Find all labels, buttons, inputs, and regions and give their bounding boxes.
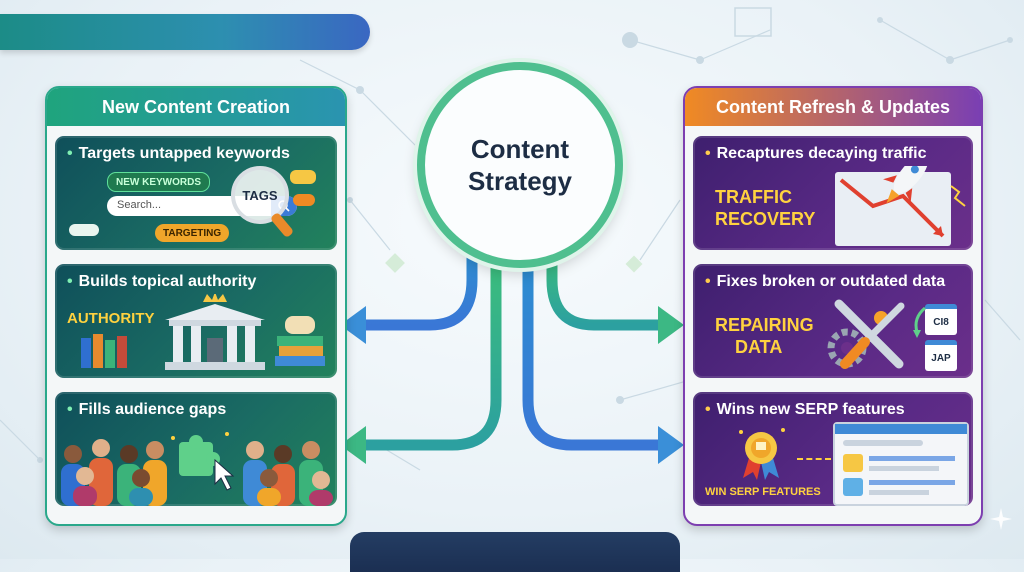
top-banner-bar [0,14,370,50]
card-title: Builds topical authority [67,273,257,291]
card-title: Wins new SERP features [705,401,905,419]
crown-icon [203,294,227,302]
rocket-chart-icon [835,166,966,246]
center-title-line1: Content [470,134,570,164]
card-serp-features: Wins new SERP features WIN SERP FEATURES [693,392,973,506]
panel-content-refresh: Content Refresh & Updates Recaptures dec… [683,86,983,526]
arrow-left-upper [356,242,478,331]
card-title: Recaptures decaying traffic [705,145,927,163]
traffic-label-line2: RECOVERY [715,209,816,229]
connector-arrows [340,242,684,464]
repair-label-line2: DATA [735,337,783,357]
tag-targeting: TARGETING [155,224,230,242]
authority-label: AUTHORITY [67,310,155,327]
traffic-recovery-label: TRAFFIC RECOVERY [715,186,815,230]
serp-label: WIN SERP FEATURES [705,486,821,498]
traffic-label-line1: TRAFFIC [715,187,792,207]
card-decaying-traffic: Recaptures decaying traffic TRAFFIC RECO… [693,136,973,250]
panel-content-refresh-header: Content Refresh & Updates [685,88,981,126]
panel-new-content-header: New Content Creation [47,88,345,126]
card-topical-authority: Builds topical authority AUTHORITY [55,264,337,378]
search-placeholder: Search... [117,199,162,211]
arrowhead-right-lower [658,426,684,464]
serp-window-icon [833,422,969,506]
arrowhead-right-upper [658,306,684,344]
card-broken-data: Fixes broken or outdated data REPAIRING … [693,264,973,378]
tools-icon [827,299,905,369]
center-node: Content Strategy [417,62,623,268]
arrow-right-upper [546,242,668,331]
library-icon [81,294,325,370]
card-audience-gaps: Fills audience gaps [55,392,337,506]
card-title: Fills audience gaps [67,401,227,419]
arrow-left-lower [356,244,502,451]
tag-new-keywords: NEW KEYWORDS [107,172,210,192]
chat-bubble-icon [69,224,99,236]
calendar-icon: CI8 [925,304,957,335]
refresh-arrow-icon [913,306,926,338]
background-network [0,7,1021,471]
card-title: Fixes broken or outdated data [705,273,945,291]
repair-label-line1: REPAIRING [715,315,814,335]
repairing-data-label: REPAIRING DATA [715,314,814,358]
award-medal-icon [739,428,785,480]
tag-tags: TAGS [242,187,278,203]
magnifier-icon: TAGS [231,166,289,224]
sparkle-icon [990,508,1012,530]
card-untapped-keywords: Targets untapped keywords NEW KEYWORDS S… [55,136,337,250]
arrowhead-left-upper [340,306,366,344]
card-title: Targets untapped keywords [67,145,290,163]
center-title-line2: Strategy [467,166,573,196]
crowd-icon [61,432,333,506]
chat-bubble-icon [290,170,316,184]
panel-new-content: New Content Creation Targets untapped ke… [45,86,347,526]
cursor-icon [214,458,235,491]
chat-bubble-icon [293,194,315,206]
connector-dash [797,458,831,460]
arrowhead-left-lower [340,426,366,464]
calendar-icon: JAP [925,340,957,371]
puzzle-piece-icon [179,435,220,476]
arrow-right-lower [522,244,668,451]
